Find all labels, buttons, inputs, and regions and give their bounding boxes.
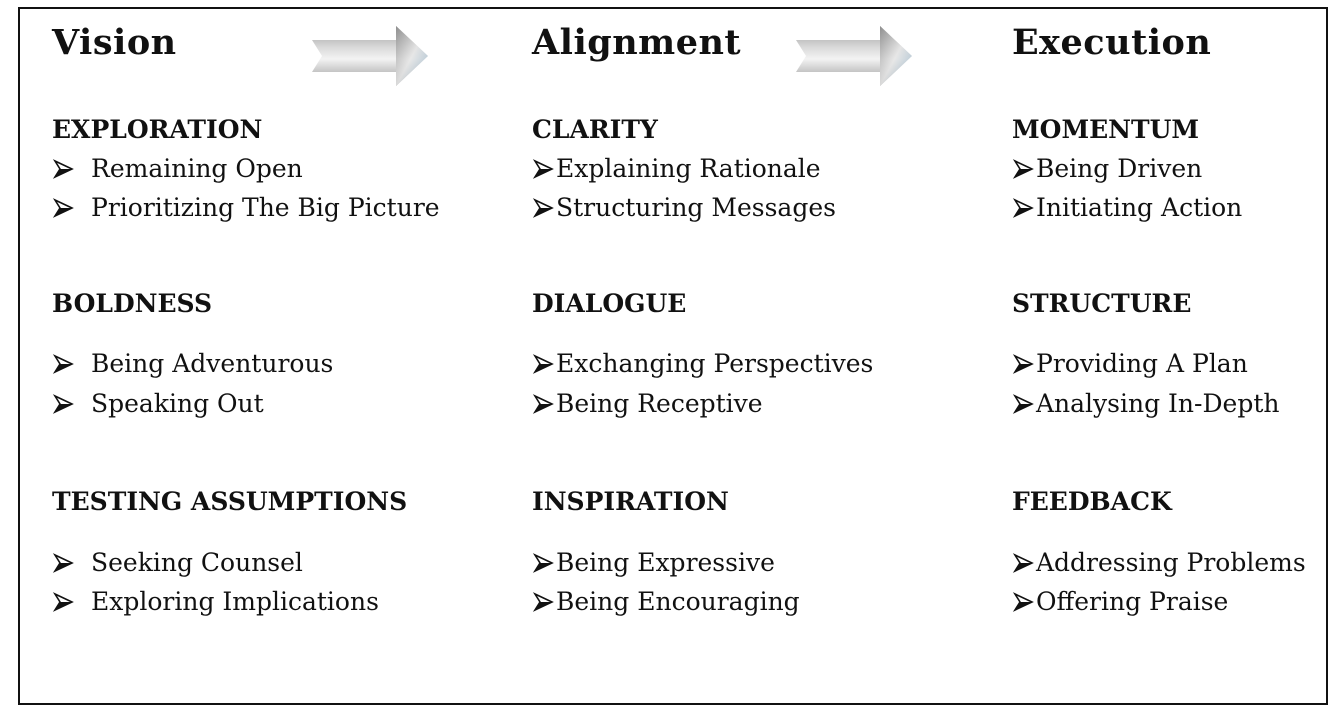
list-item: Being Adventurous	[52, 349, 333, 378]
list-item-text: Explaining Rationale	[556, 154, 821, 183]
list-item-text: Remaining Open	[91, 154, 303, 183]
list-item: Prioritizing The Big Picture	[52, 193, 440, 222]
list-item: Exploring Implications	[52, 587, 379, 616]
list-item: Analysing In-Depth	[1012, 389, 1279, 418]
list-item: Initiating Action	[1012, 193, 1242, 222]
group-heading: FEEDBACK	[1012, 487, 1172, 516]
arrowhead-bullet-icon	[1012, 591, 1034, 612]
right-arrow-icon	[796, 26, 912, 86]
arrowhead-bullet-icon	[1012, 197, 1034, 218]
list-item-text: Being Receptive	[556, 389, 763, 418]
list-item-text: Being Encouraging	[556, 587, 800, 616]
arrowhead-bullet-icon	[1012, 158, 1034, 179]
list-item-text: Being Adventurous	[91, 349, 334, 378]
arrowhead-bullet-icon	[532, 197, 554, 218]
list-item-text: Providing A Plan	[1036, 349, 1248, 378]
list-item: Exchanging Perspectives	[532, 349, 873, 378]
list-item-text: Exchanging Perspectives	[556, 349, 874, 378]
arrowhead-bullet-icon	[52, 353, 74, 374]
list-item: Addressing Problems	[1012, 548, 1306, 577]
arrowhead-bullet-icon	[532, 591, 554, 612]
list-item: Offering Praise	[1012, 587, 1228, 616]
arrowhead-bullet-icon	[1012, 393, 1034, 414]
group-heading: STRUCTURE	[1012, 289, 1192, 318]
arrowhead-bullet-icon	[52, 393, 74, 414]
stage-title: Vision	[52, 22, 177, 63]
group-heading: BOLDNESS	[52, 289, 213, 318]
stage-title: Execution	[1012, 22, 1212, 63]
list-item: Remaining Open	[52, 154, 303, 183]
list-item: Being Receptive	[532, 389, 763, 418]
arrowhead-bullet-icon	[52, 197, 74, 218]
list-item-text: Addressing Problems	[1036, 548, 1306, 577]
list-item-text: Structuring Messages	[556, 193, 836, 222]
arrowhead-bullet-icon	[52, 591, 74, 612]
group-heading: CLARITY	[532, 115, 658, 144]
arrowhead-bullet-icon	[52, 158, 74, 179]
list-item: Structuring Messages	[532, 193, 836, 222]
group-heading: INSPIRATION	[532, 487, 729, 516]
list-item-text: Offering Praise	[1036, 587, 1229, 616]
arrowhead-bullet-icon	[532, 353, 554, 374]
arrowhead-bullet-icon	[532, 393, 554, 414]
list-item: Being Driven	[1012, 154, 1202, 183]
list-item: Providing A Plan	[1012, 349, 1248, 378]
list-item-text: Analysing In-Depth	[1036, 389, 1280, 418]
list-item-text: Exploring Implications	[91, 587, 379, 616]
diagram-frame	[18, 7, 1328, 705]
list-item: Speaking Out	[52, 389, 264, 418]
list-item: Being Expressive	[532, 548, 775, 577]
list-item-text: Speaking Out	[91, 389, 264, 418]
group-heading: EXPLORATION	[52, 115, 263, 144]
list-item-text: Initiating Action	[1036, 193, 1243, 222]
arrowhead-bullet-icon	[1012, 552, 1034, 573]
group-heading: DIALOGUE	[532, 289, 687, 318]
arrowhead-bullet-icon	[532, 158, 554, 179]
list-item: Explaining Rationale	[532, 154, 821, 183]
list-item-text: Seeking Counsel	[91, 548, 303, 577]
group-heading: TESTING ASSUMPTIONS	[52, 487, 408, 516]
group-heading: MOMENTUM	[1012, 115, 1200, 144]
arrowhead-bullet-icon	[52, 552, 74, 573]
stage-title: Alignment	[532, 22, 742, 63]
list-item-text: Prioritizing The Big Picture	[91, 193, 440, 222]
list-item-text: Being Driven	[1036, 154, 1203, 183]
arrowhead-bullet-icon	[532, 552, 554, 573]
list-item: Seeking Counsel	[52, 548, 303, 577]
list-item: Being Encouraging	[532, 587, 800, 616]
list-item-text: Being Expressive	[556, 548, 775, 577]
arrowhead-bullet-icon	[1012, 353, 1034, 374]
right-arrow-icon	[312, 26, 428, 86]
